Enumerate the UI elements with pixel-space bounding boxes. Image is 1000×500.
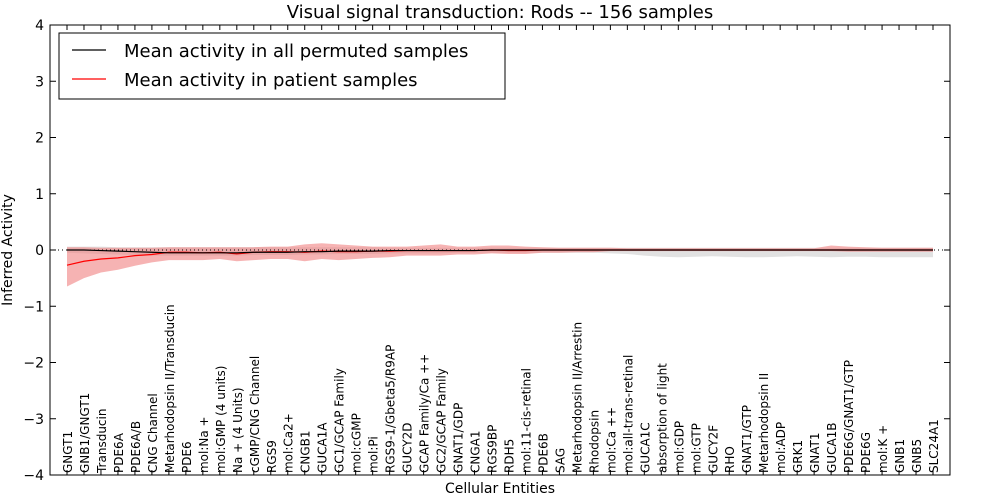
x-tick-label: mol:Pi [367, 436, 381, 473]
x-tick-label: mol:K + [876, 425, 890, 473]
legend-box [58, 32, 506, 100]
x-tick-label: mol:Ca2+ [282, 413, 296, 473]
x-tick-label: GUCY2D [401, 423, 415, 473]
x-tick-label: GUCA1A [316, 422, 330, 473]
y-tick-label: −3 [23, 412, 44, 428]
y-tick-label: −1 [23, 299, 44, 315]
x-tick-label: mol:Na + [197, 416, 211, 473]
x-tick-label: GUCY2F [706, 425, 720, 473]
x-tick-label: CNGB1 [299, 430, 313, 473]
x-tick-label: mol:Ca ++ [604, 407, 618, 473]
x-tick-label: RGS9 [265, 440, 279, 473]
x-tick-label: mol:GMP (4 units) [214, 366, 228, 473]
x-tick-label: PDE6 [180, 441, 194, 473]
y-tick-label: −4 [23, 468, 44, 484]
x-tick-label: GC2/GCAP Family [435, 368, 449, 473]
chart-title: Visual signal transduction: Rods -- 156 … [287, 2, 714, 23]
x-tick-label: RHO [723, 446, 737, 473]
x-tick-label: Transducin [95, 409, 109, 474]
legend-label-patient: Mean activity in patient samples [124, 70, 418, 91]
x-tick-label: mol:ADP [774, 422, 788, 473]
x-tick-label: RDH5 [502, 439, 516, 473]
x-tick-label: GNB1 [893, 439, 907, 473]
x-tick-label: PDE6G/GNAT1/GTP [842, 360, 856, 473]
x-tick-label: GNB5 [910, 439, 924, 473]
x-tick-label: GNB1/GNGT1 [78, 393, 92, 473]
y-tick-label: 4 [35, 18, 44, 34]
x-tick-label: mol:cGMP [350, 413, 364, 473]
x-tick-label: GUCA1C [638, 422, 652, 473]
x-axis-label: Cellular Entities [445, 481, 555, 497]
x-tick-label: RGS9BP [486, 425, 500, 473]
x-tick-label: mol:11-cis-retinal [519, 368, 533, 473]
x-tick-label: cGMP/CNG Channel [248, 356, 262, 473]
x-tick-label: Na + (4 Units) [231, 387, 245, 473]
y-tick-label: 3 [35, 74, 44, 90]
x-tick-label: GUCA1B [825, 422, 839, 473]
x-tick-label: CNG Channel [146, 393, 160, 473]
x-tick-label: GRK1 [791, 440, 805, 473]
y-tick-label: 0 [35, 243, 44, 259]
x-tick-label: Metarhodopsin II/Transducin [163, 304, 177, 473]
x-tick-label: Metarhodopsin II [757, 373, 771, 473]
x-tick-label: Metarhodopsin II/Arrestin [570, 322, 584, 473]
x-tick-label: RGS9-1/Gbeta5/R9AP [384, 345, 398, 473]
x-tick-label: GNGT1 [61, 431, 75, 473]
x-tick-label: SLC24A1 [927, 419, 941, 473]
y-tick-label: 2 [35, 131, 44, 147]
y-tick-label: 1 [35, 187, 44, 203]
permuted-mean-line [67, 249, 933, 254]
x-tick-label: GCAP Family/Ca ++ [418, 354, 432, 473]
y-axis-label: Inferred Activity [0, 194, 16, 306]
x-tick-label: PDE6A [112, 432, 126, 473]
x-tick-label: Rhodopsin [587, 410, 601, 473]
patient-confidence-band [67, 243, 933, 287]
x-tick-label: SAG [553, 448, 567, 473]
x-tick-label: GNAT1/GTP [740, 405, 754, 473]
x-tick-label: GC1/GCAP Family [333, 368, 347, 473]
x-tick-label: absorption of light [655, 363, 669, 473]
x-tick-label: PDE6G [859, 432, 873, 473]
x-tick-label: PDE6B [536, 433, 550, 473]
x-tick-label: PDE6A/B [129, 421, 143, 473]
x-tick-label: mol:GTP [689, 423, 703, 473]
x-tick-label: CNGA1 [469, 431, 483, 474]
x-tick-label: GNAT1/GDP [452, 403, 466, 473]
x-tick-label: GNAT1 [808, 432, 822, 473]
legend-label-permuted: Mean activity in all permuted samples [124, 41, 468, 62]
y-tick-label: −2 [23, 356, 44, 372]
x-tick-label: mol:GDP [672, 421, 686, 473]
x-tick-label: mol:all-trans-retinal [621, 355, 635, 473]
